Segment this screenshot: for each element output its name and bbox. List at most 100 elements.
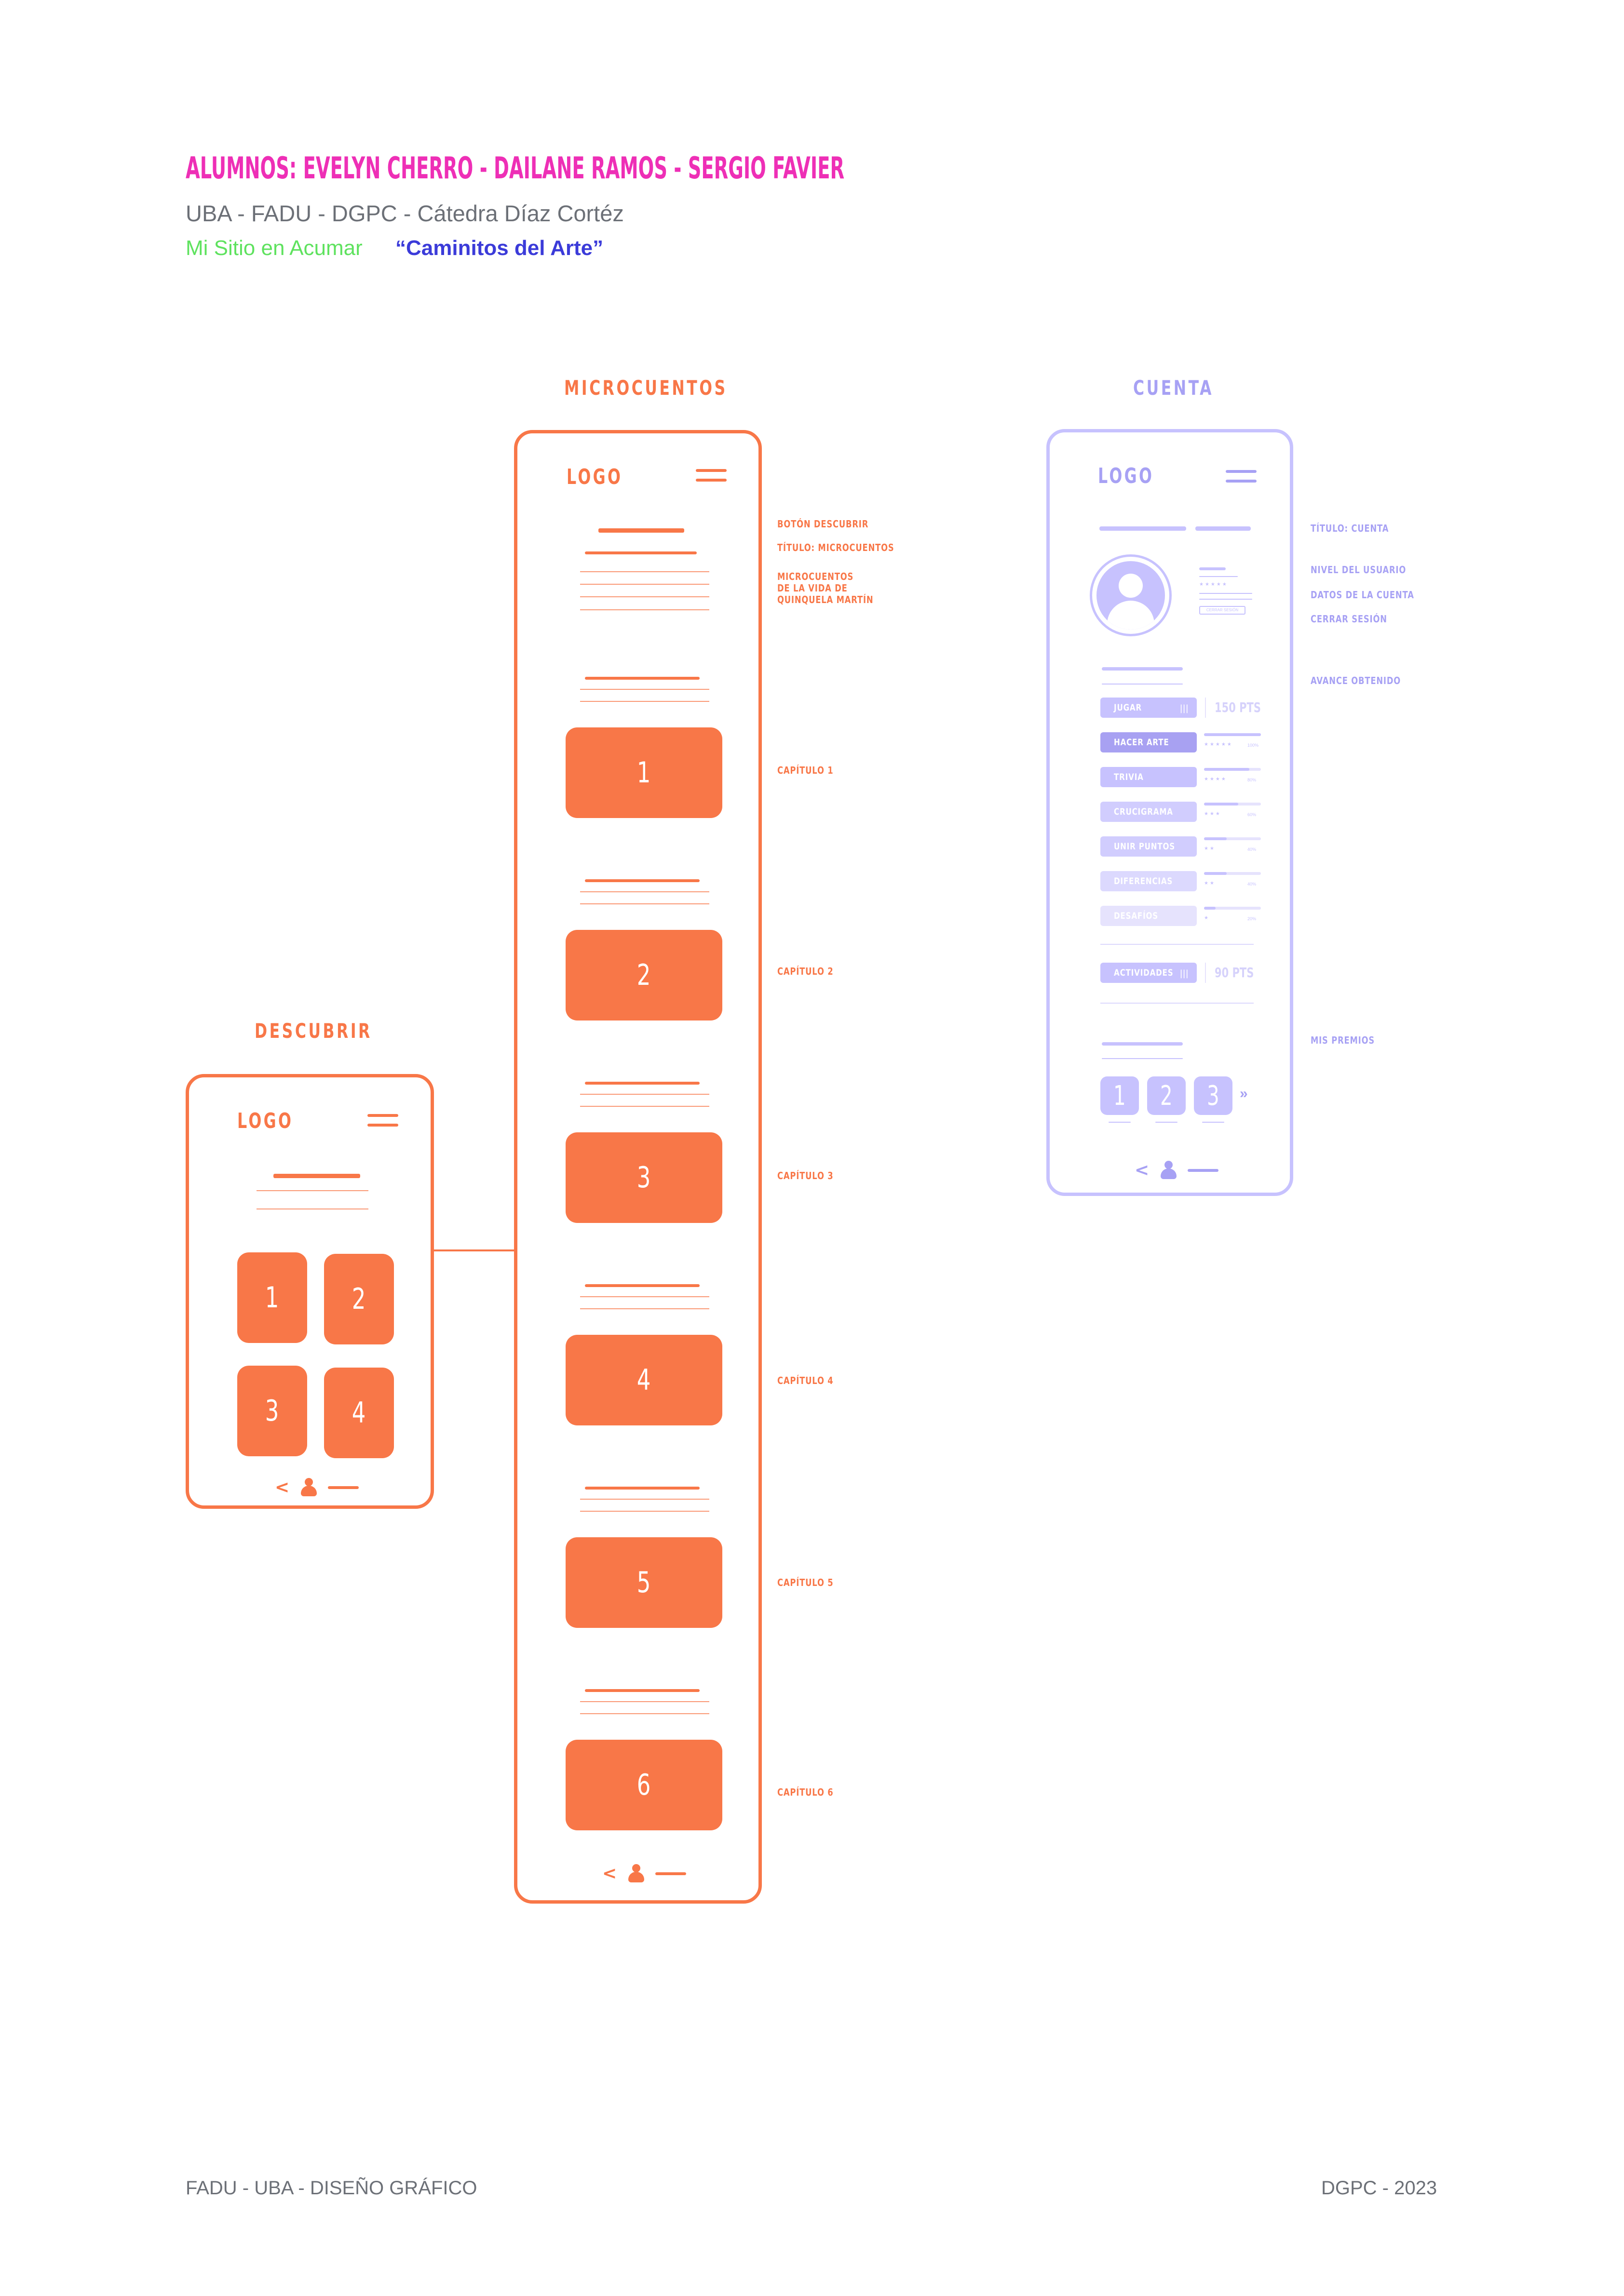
activity-trivia[interactable]: TRIVIA [1100, 767, 1197, 787]
activity-hacer-arte[interactable]: HACER ARTE [1100, 732, 1197, 752]
title-bar [1099, 526, 1186, 531]
text-line [580, 1296, 709, 1297]
user-icon[interactable] [300, 1477, 317, 1497]
prize-caption-line [1202, 1122, 1224, 1123]
chapter-title-bar [585, 1487, 700, 1490]
divider [1100, 1003, 1254, 1004]
activity-jugar[interactable]: JUGAR||| [1100, 698, 1197, 718]
text-line [1199, 576, 1238, 577]
cuenta-phone: LOGO ★★★★★ CERRAR SESIÓN JUGAR||| 150 PT… [1046, 429, 1293, 1196]
user-icon[interactable] [627, 1864, 645, 1883]
story-tile-4[interactable]: 4 [324, 1368, 394, 1458]
avatar[interactable] [1090, 554, 1172, 636]
divider [1205, 698, 1206, 718]
students-heading: ALUMNOS: EVELYN CHERRO - DAILANE RAMOS -… [186, 150, 845, 186]
text-line [257, 1208, 368, 1209]
logo: LOGO [567, 465, 623, 489]
microcuentos-section-title: MICROCUENTOS [564, 376, 728, 400]
chapter-card-2[interactable]: 2 [566, 930, 722, 1020]
menu-icon[interactable] [367, 1114, 398, 1127]
back-icon[interactable]: < [275, 1477, 290, 1497]
actividades-points: 90 PTS [1215, 965, 1254, 980]
pct-trivia: 80% [1247, 778, 1257, 782]
descubrir-button-bar [598, 528, 684, 533]
pct-unir-puntos: 40% [1247, 847, 1257, 852]
nav-line-icon[interactable] [328, 1486, 359, 1489]
text-line [1102, 684, 1183, 685]
prize-3[interactable]: 3 [1194, 1076, 1232, 1115]
more-prizes-icon[interactable]: » [1240, 1086, 1248, 1101]
pct-crucigrama: 60% [1247, 812, 1257, 817]
prize-2[interactable]: 2 [1147, 1076, 1186, 1115]
pct-diferencias: 40% [1247, 882, 1257, 886]
stars-unir-puntos: ★★ [1204, 846, 1216, 851]
note-nivel-usuario: NIVEL DEL USUARIO [1311, 564, 1407, 576]
nav-line-icon[interactable] [1188, 1168, 1219, 1172]
user-level-stars: ★★★★★ [1199, 582, 1228, 587]
story-tile-2[interactable]: 2 [324, 1254, 394, 1344]
chapter-title-bar [585, 879, 700, 882]
story-tile-3[interactable]: 3 [237, 1366, 307, 1456]
menu-icon[interactable] [1226, 470, 1257, 483]
text-line [580, 689, 709, 690]
story-tile-1[interactable]: 1 [237, 1252, 307, 1343]
logo: LOGO [237, 1109, 294, 1133]
actividades-button[interactable]: ACTIVIDADES||| [1100, 963, 1197, 983]
progress-crucigrama [1204, 803, 1261, 807]
text-line [580, 571, 709, 572]
progress-hacer-arte [1204, 733, 1261, 738]
prizes-title-bar [1102, 1042, 1183, 1046]
activity-diferencias[interactable]: DIFERENCIAS [1100, 871, 1197, 891]
back-icon[interactable]: < [1135, 1160, 1150, 1180]
note-capitulo-6: CAPÍTULO 6 [777, 1786, 834, 1798]
stars-trivia: ★★★★ [1204, 777, 1227, 782]
flow-connector [432, 1249, 517, 1251]
chapter-card-3[interactable]: 3 [566, 1132, 722, 1223]
stars-crucigrama: ★★★ [1204, 811, 1221, 817]
chapter-card-5[interactable]: 5 [566, 1537, 722, 1628]
pct-desafios: 20% [1247, 916, 1257, 921]
menu-icon[interactable] [696, 469, 727, 482]
logout-button[interactable]: CERRAR SESIÓN [1199, 606, 1245, 615]
chapter-card-6[interactable]: 6 [566, 1740, 722, 1830]
activity-crucigrama[interactable]: CRUCIGRAMA [1100, 802, 1197, 822]
nav-line-icon[interactable] [655, 1872, 687, 1875]
progress-unir-puntos [1204, 837, 1261, 842]
stars-diferencias: ★★ [1204, 881, 1216, 886]
text-line [580, 1511, 709, 1512]
activity-desafios[interactable]: DESAFÍOS [1100, 906, 1197, 926]
account-data-line [1199, 593, 1252, 594]
university-line: UBA - FADU - DGPC - Cátedra Díaz Cortéz [186, 201, 624, 226]
note-capitulo-1: CAPÍTULO 1 [777, 765, 834, 776]
note-mis-premios: MIS PREMIOS [1311, 1034, 1375, 1046]
prize-caption-line [1155, 1122, 1177, 1123]
divider [1100, 944, 1254, 945]
text-line [257, 1190, 368, 1191]
prize-1[interactable]: 1 [1100, 1076, 1139, 1115]
text-line [580, 701, 709, 702]
activity-unir-puntos[interactable]: UNIR PUNTOS [1100, 836, 1197, 857]
back-icon[interactable]: < [602, 1864, 617, 1883]
user-icon[interactable] [1160, 1160, 1177, 1180]
note-avance: AVANCE OBTENIDO [1311, 675, 1401, 686]
bottom-nav: < [1135, 1160, 1219, 1180]
note-capitulo-4: CAPÍTULO 4 [777, 1375, 834, 1386]
descubrir-phone: LOGO 1 2 3 4 < [186, 1074, 434, 1509]
microcuentos-phone: LOGO 1 2 3 4 5 6 < [514, 430, 762, 1904]
text-line [580, 596, 709, 597]
text-line [580, 1106, 709, 1107]
chapter-title-bar [585, 1082, 700, 1085]
note-titulo-cuenta: TÍTULO: CUENTA [1311, 523, 1389, 534]
text-line [580, 891, 709, 892]
chapter-title-bar [585, 1689, 700, 1692]
progress-trivia [1204, 768, 1261, 773]
text-line [580, 1499, 709, 1500]
stars-desafios: ★ [1204, 915, 1210, 921]
note-cerrar-sesion: CERRAR SESIÓN [1311, 613, 1387, 625]
text-line [1102, 1058, 1183, 1059]
divider [1205, 963, 1206, 983]
pct-hacer-arte: 100% [1247, 743, 1259, 748]
chapter-card-1[interactable]: 1 [566, 727, 722, 818]
chapter-card-4[interactable]: 4 [566, 1335, 722, 1425]
text-line [580, 903, 709, 904]
